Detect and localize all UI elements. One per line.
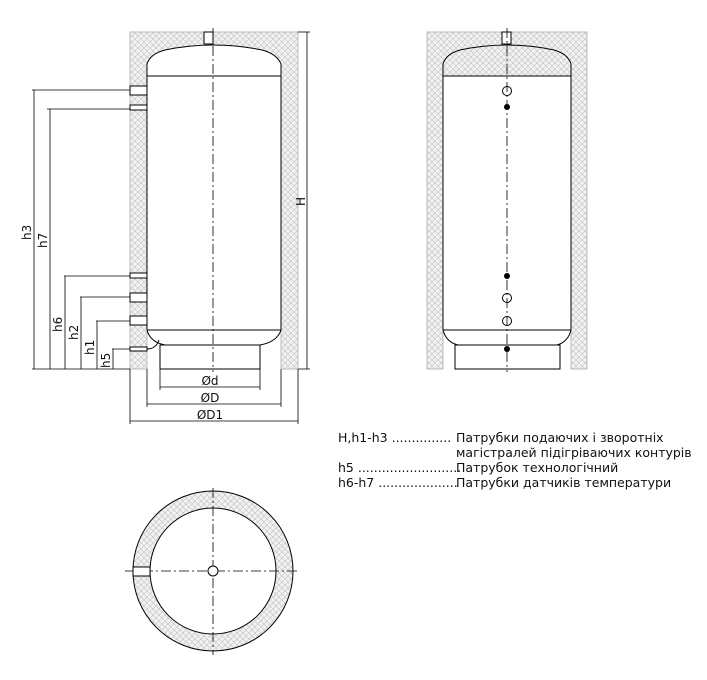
legend-row: h6-h7 ....................Патрубки датчи… (338, 475, 692, 490)
legend-desc: Патрубки подаючих і зворотніх (456, 430, 664, 445)
legend-key: h6-h7 .................... (338, 475, 458, 490)
label-D1: ØD1 (197, 408, 223, 422)
label-h2: h2 (67, 325, 81, 340)
label-h6: h6 (51, 317, 65, 332)
legend-key (338, 445, 456, 460)
label-h3: h3 (20, 225, 34, 240)
legend-desc: магістралей підігріваючих контурів (456, 445, 692, 460)
top-view (125, 488, 300, 655)
side-view: h3 h7 h6 h2 h1 h5 H Ød ØD ØD1 (20, 28, 310, 424)
front-view (426, 28, 588, 372)
legend-row: магістралей підігріваючих контурів (338, 445, 692, 460)
legend-row: H,h1-h3 ............... Патрубки подаючих… (338, 430, 692, 445)
legend-desc: Патрубок технологічний (456, 460, 619, 475)
legend-key: H,h1-h3 ............... (338, 430, 452, 445)
label-H: H (294, 197, 308, 206)
legend-desc: Патрубки датчиків температури (456, 475, 672, 490)
label-h7: h7 (36, 233, 50, 248)
label-d: Ød (201, 374, 218, 388)
legend: H,h1-h3 ............... Патрубки подаючих… (338, 430, 692, 490)
legend-row: h5 ..........................Патрубок те… (338, 460, 692, 475)
legend-key: h5 .......................... (338, 460, 462, 475)
dimension-lines (32, 31, 310, 424)
label-D: ØD (201, 391, 220, 405)
label-h1: h1 (83, 340, 97, 355)
label-h5: h5 (99, 353, 113, 368)
